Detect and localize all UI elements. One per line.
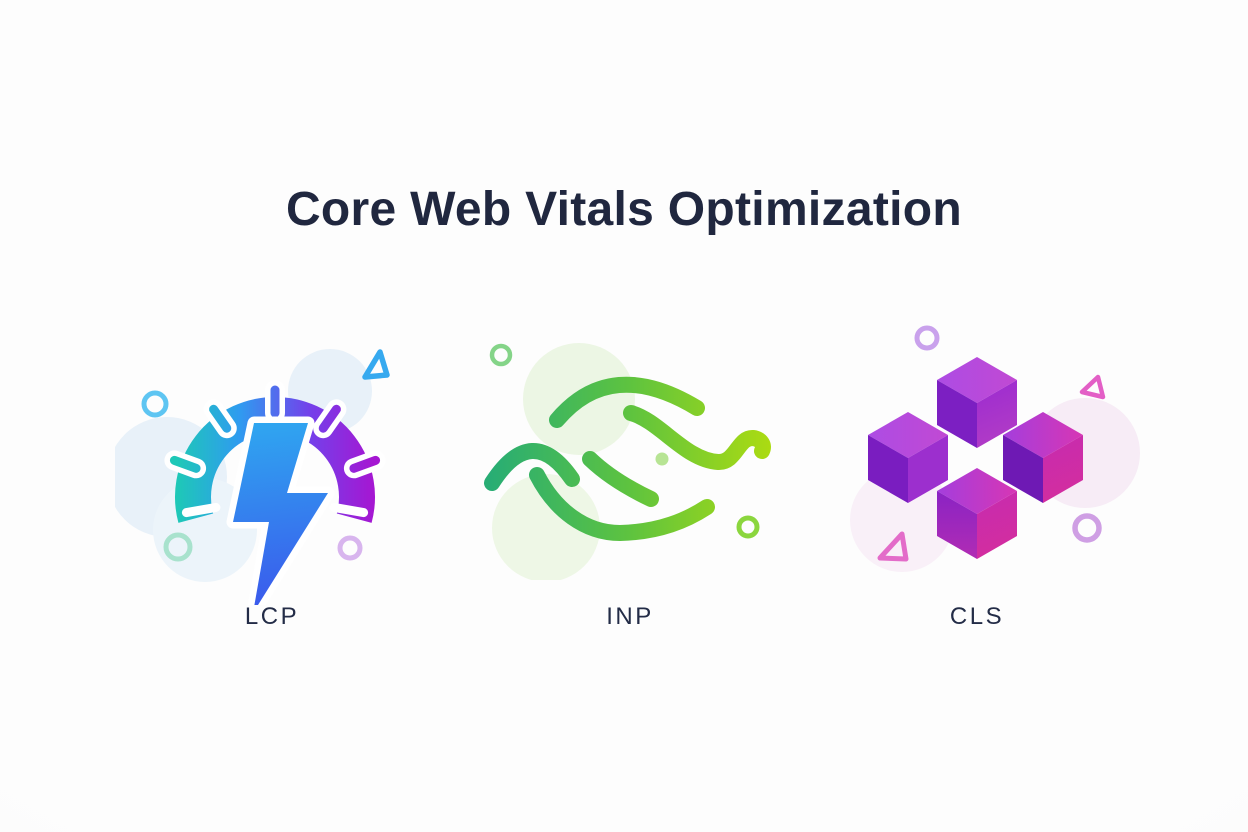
lightning-bolt-icon <box>226 416 335 620</box>
soft-blob <box>850 468 954 572</box>
page-title: Core Web Vitals Optimization <box>285 183 963 237</box>
ring-icon <box>1072 513 1102 543</box>
green-dot <box>655 452 669 466</box>
cls-illustration <box>850 325 1140 572</box>
wave-dash <box>582 451 659 507</box>
ring-icon <box>489 343 513 367</box>
inp-illustration <box>484 343 771 582</box>
triangle-icon <box>1079 374 1106 400</box>
ring-icon <box>141 390 169 418</box>
metric-label-cls: CLS <box>949 603 1005 630</box>
triangle-icon <box>877 531 909 562</box>
cube-right <box>1003 412 1083 503</box>
wave-left-arch <box>484 443 580 491</box>
wave-bottom-curve <box>529 467 715 542</box>
motion-waves-icon <box>470 320 790 585</box>
cube-left <box>868 412 948 503</box>
wave-top-arch <box>549 376 705 428</box>
gauge-end-notches <box>181 502 369 518</box>
wave-s-curve <box>623 405 771 470</box>
cube-bottom <box>937 468 1017 559</box>
gauge-ticks <box>164 380 386 479</box>
ring-icon <box>914 325 940 351</box>
soft-blob <box>492 474 600 582</box>
ring-icon <box>337 535 363 561</box>
ring-icon <box>163 532 193 562</box>
metric-label-inp: INP <box>606 603 654 630</box>
triangle-icon <box>362 349 390 380</box>
ring-icon <box>736 515 760 539</box>
speedometer-lightning-icon <box>107 325 435 620</box>
metric-label-lcp: LCP <box>244 603 300 630</box>
wave-strokes <box>484 376 771 542</box>
isometric-cubes-icon <box>840 305 1160 600</box>
lcp-illustration <box>107 349 390 620</box>
cube-top <box>937 357 1017 448</box>
